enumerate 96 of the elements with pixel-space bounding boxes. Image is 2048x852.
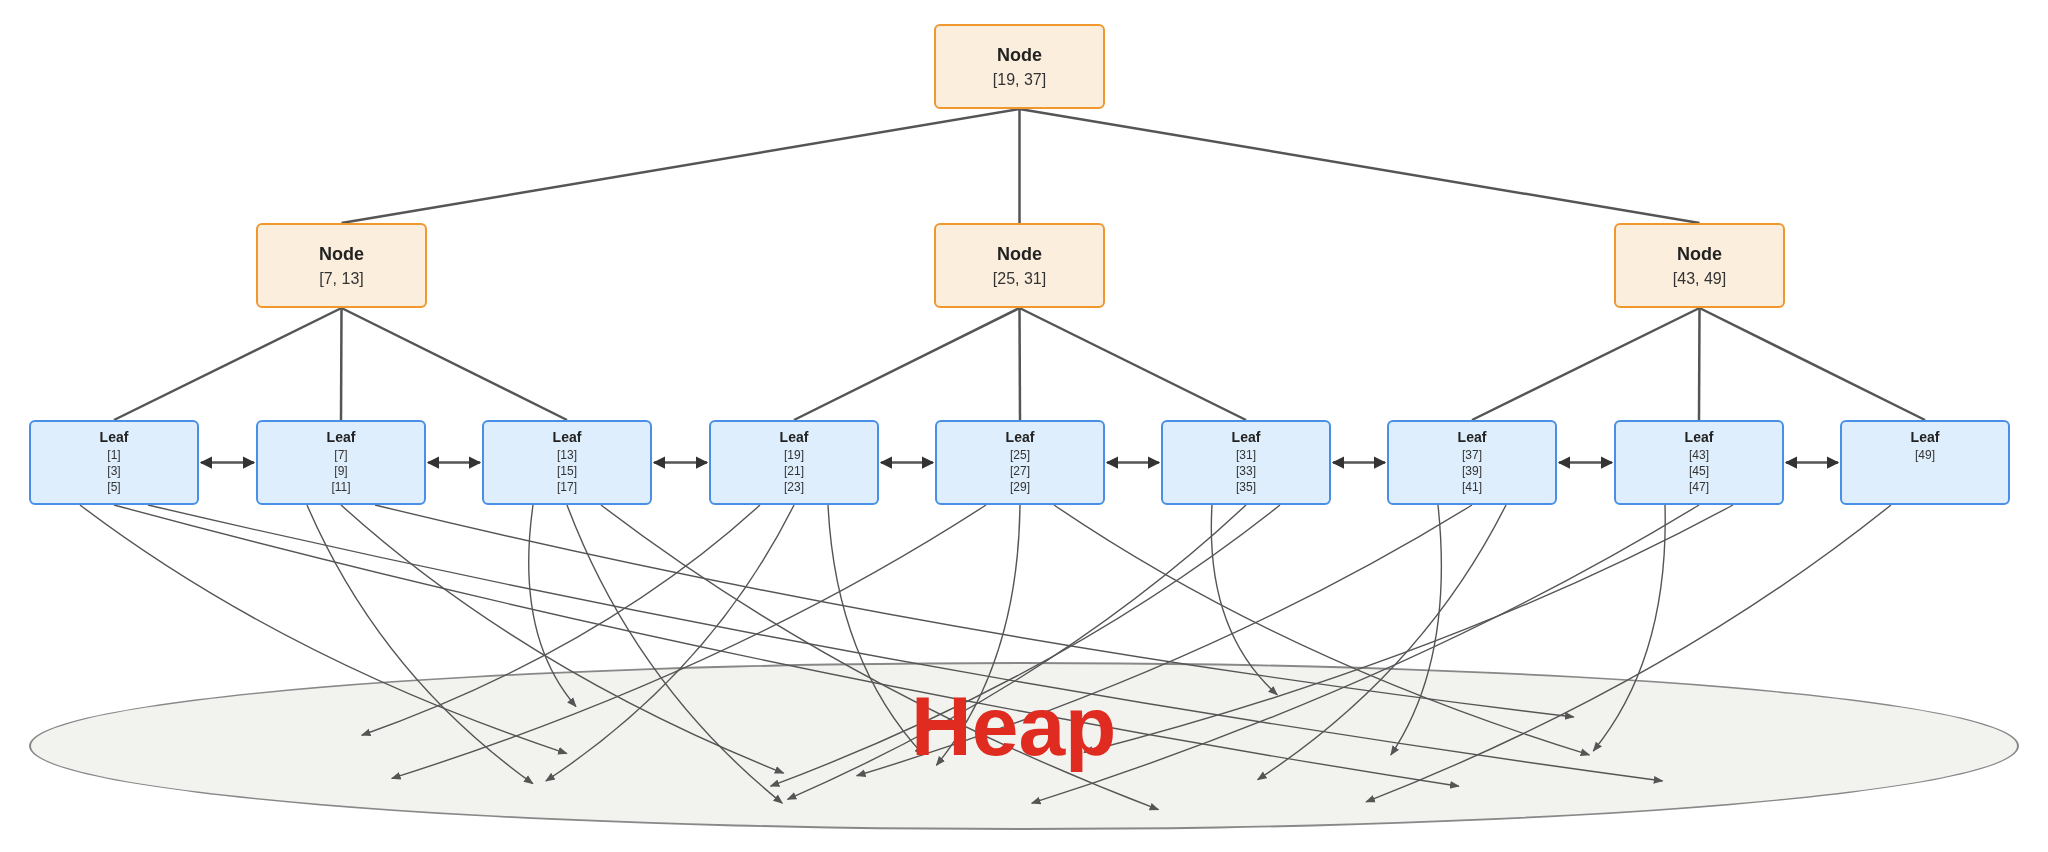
key-value: [25, 31] [992, 268, 1047, 289]
key-value: [15] [557, 463, 577, 479]
arrow [390, 504, 987, 780]
node-title: Leaf [1005, 428, 1035, 447]
node-title: Node [997, 242, 1042, 266]
key-value: [33] [1236, 463, 1256, 479]
key-value: [43] [1689, 447, 1709, 463]
arrow [340, 504, 785, 774]
arrow [1256, 504, 1507, 781]
arrow [1210, 504, 1278, 696]
key-value: [21] [784, 463, 804, 479]
key-value: [23] [784, 479, 804, 495]
key-value: [29] [1010, 479, 1030, 495]
key-value: [39] [1462, 463, 1482, 479]
connector-line [341, 107, 1020, 225]
arrow [879, 456, 935, 469]
leaf-node-box [1387, 420, 1557, 505]
connector-line [1698, 306, 1926, 422]
key-value: [35] [1236, 479, 1256, 495]
node-title: Leaf [779, 428, 809, 447]
connector-line [1019, 107, 1700, 225]
key-value: [9] [334, 463, 348, 479]
key-value: [17] [557, 479, 577, 495]
leaf-node-box [29, 420, 199, 505]
arrow [1331, 456, 1387, 469]
key-value: [49] [1915, 447, 1935, 463]
key-value: [37] [1462, 447, 1482, 463]
node-title: Leaf [1910, 428, 1940, 447]
arrow [1105, 456, 1161, 469]
connector-line [340, 306, 568, 422]
arrow [147, 504, 1664, 784]
arrow [566, 504, 784, 804]
node-title: Leaf [99, 428, 129, 447]
arrow [652, 456, 709, 469]
node-title: Leaf [1231, 428, 1261, 447]
arrow [1557, 456, 1614, 469]
arrow [1390, 504, 1442, 756]
internal-node-box [934, 24, 1105, 109]
arrow [1784, 456, 1840, 469]
node-title: Leaf [1457, 428, 1487, 447]
arrow [79, 504, 568, 755]
key-value: [19, 37] [992, 69, 1047, 90]
key-value: [31] [1236, 447, 1256, 463]
key-value: [7] [334, 447, 348, 463]
connector-line [793, 306, 1021, 422]
leaf-node-box [1840, 420, 2010, 505]
key-value: [45] [1689, 463, 1709, 479]
connector-line [1018, 109, 1021, 223]
arrow [360, 504, 761, 736]
arrow [1592, 504, 1666, 752]
arrow [306, 504, 534, 785]
node-title: Leaf [1684, 428, 1714, 447]
node-title: Node [1677, 242, 1722, 266]
connector-line [339, 308, 343, 420]
arrow [374, 504, 1575, 720]
connector-line [1697, 308, 1701, 420]
key-value: [27] [1010, 463, 1030, 479]
internal-node-box [934, 223, 1105, 308]
arrow [113, 504, 1460, 789]
key-value: [43, 49] [1672, 268, 1727, 289]
connector-line [1471, 306, 1701, 422]
node-title: Leaf [326, 428, 356, 447]
arrow [600, 504, 1160, 811]
key-value: [41] [1462, 479, 1482, 495]
arrow [528, 504, 577, 708]
key-value: [13] [557, 447, 577, 463]
internal-node-box [256, 223, 427, 308]
leaf-node-box [935, 420, 1105, 505]
arrow [1365, 504, 1892, 803]
key-value: [47] [1689, 479, 1709, 495]
key-value: [19] [784, 447, 804, 463]
node-title: Leaf [552, 428, 582, 447]
arrow [855, 504, 1473, 777]
key-value: [5] [107, 479, 121, 495]
node-title: Node [997, 43, 1042, 67]
key-value: [7, 13] [319, 268, 364, 289]
arrow [199, 456, 256, 469]
connector-line [1018, 306, 1247, 422]
connector-line [1018, 308, 1022, 420]
internal-node-box [1614, 223, 1785, 308]
leaf-node-box [256, 420, 426, 505]
leaf-node-box [482, 420, 652, 505]
arrow [1030, 504, 1700, 805]
arrow [1083, 504, 1734, 754]
leaf-node-box [1614, 420, 1784, 505]
leaf-node-box [709, 420, 879, 505]
key-value: [11] [331, 479, 351, 495]
key-value: [1] [107, 447, 121, 463]
arrow [1053, 504, 1591, 756]
node-title: Node [319, 242, 364, 266]
key-value: [3] [107, 463, 121, 479]
arrow [426, 456, 482, 469]
key-value: [25] [1010, 447, 1030, 463]
connector-line [113, 306, 343, 422]
arrow [545, 504, 795, 782]
leaf-node-box [1161, 420, 1331, 505]
